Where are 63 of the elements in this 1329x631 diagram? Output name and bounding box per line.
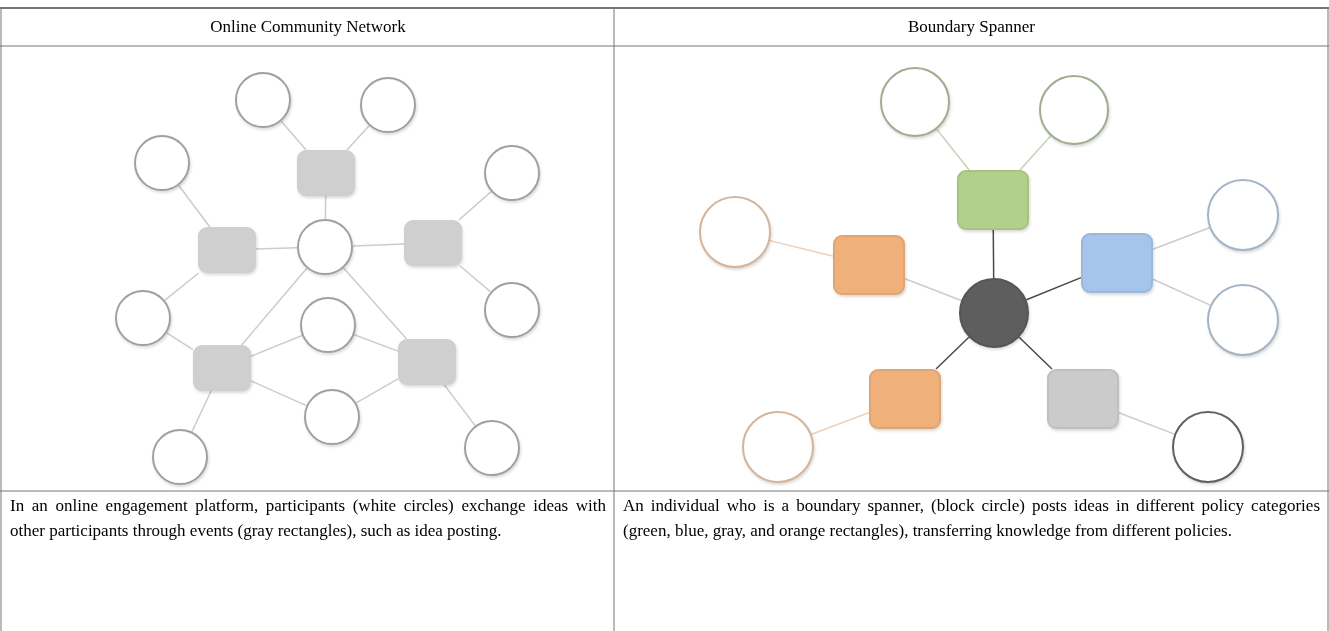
circle-node [297, 219, 353, 275]
connector-line [769, 239, 834, 257]
connector-line [458, 190, 492, 221]
connector-line [1019, 135, 1052, 171]
circle-node [304, 389, 360, 445]
connector-line [191, 390, 212, 433]
rounded-square-node [957, 170, 1029, 230]
connector-line [353, 334, 399, 352]
rounded-square-node [297, 150, 355, 196]
connector-line [355, 378, 399, 404]
circle-node [152, 429, 208, 485]
connector-line [346, 124, 370, 151]
column-header: Boundary Spanner [907, 17, 1036, 37]
connector-line [810, 411, 870, 435]
connector-line [324, 195, 327, 220]
connector-line [1152, 278, 1211, 306]
rounded-square-node [833, 235, 905, 295]
circle-node [484, 282, 540, 338]
connector-line [1025, 276, 1082, 301]
connector-line [280, 120, 307, 151]
connector-line [240, 267, 308, 346]
connector-line [250, 380, 308, 407]
connector-line [1152, 227, 1211, 251]
rounded-square-node [193, 345, 251, 391]
circle-node [360, 77, 416, 133]
circle-node [1039, 75, 1109, 145]
circle-node [484, 145, 540, 201]
connector-line [352, 243, 405, 247]
caption-text: An individual who is a boundary spanner, (block circle) posts ideas in different policy categories (green, blue, gray, and orange rectangles), transferring knowledge from different policies. [623, 495, 1320, 542]
circle-node [134, 135, 190, 191]
circle-node [235, 72, 291, 128]
rounded-square-node [398, 339, 456, 385]
connector-line [342, 267, 408, 340]
caption-text: In an online engagement platform, participants (white circles) exchange ideas with other participants through events (gray rectangles), such as idea posting. [10, 495, 606, 542]
circle-node [300, 297, 356, 353]
circle-node [464, 420, 520, 476]
circle-node [742, 411, 814, 483]
rounded-square-node [869, 369, 941, 429]
column-header: Online Community Network [209, 17, 407, 37]
circle-node [959, 278, 1029, 348]
connector-line [443, 384, 476, 427]
circle-node [1207, 284, 1279, 356]
connector-line [250, 334, 303, 357]
connector-line [992, 229, 995, 279]
connector-line [255, 247, 298, 250]
connector-line [935, 336, 970, 370]
circle-node [1207, 179, 1279, 251]
rounded-square-node [198, 227, 256, 273]
connector-line [164, 272, 200, 302]
circle-node [880, 67, 950, 137]
connector-line [459, 265, 492, 293]
connector-line [1118, 412, 1176, 435]
connector-line [178, 184, 211, 228]
circle-node [1172, 411, 1244, 483]
rounded-square-node [1047, 369, 1119, 429]
connector-line [936, 128, 970, 171]
circle-node [115, 290, 171, 346]
connector-line [1018, 336, 1053, 370]
rounded-square-node [1081, 233, 1153, 293]
connector-line [904, 278, 963, 302]
circle-node [699, 196, 771, 268]
connector-line [165, 332, 194, 351]
rounded-square-node [404, 220, 462, 266]
